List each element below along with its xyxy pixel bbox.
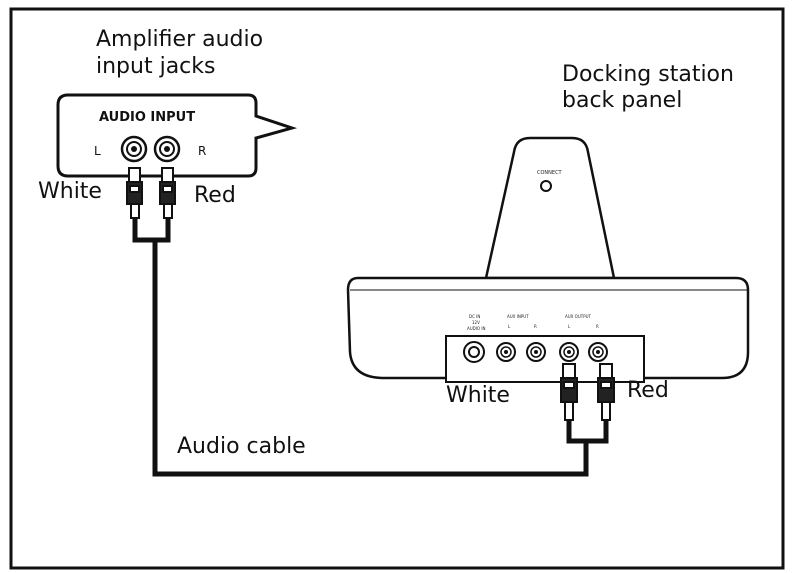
- connect-button-label: CONNECT: [537, 170, 563, 176]
- dock-label-line2: back panel: [562, 88, 682, 113]
- dock-tower: [484, 136, 616, 280]
- red-label-amplifier: Red: [194, 183, 236, 208]
- svg-text:AUDIO IN: AUDIO IN: [467, 326, 486, 331]
- svg-text:AUX INPUT: AUX INPUT: [507, 314, 529, 319]
- svg-text:L: L: [508, 324, 511, 329]
- dock-jack-aux-out-right: [588, 342, 608, 362]
- dock-jack-aux-in-right: [526, 342, 546, 362]
- svg-text:DC IN: DC IN: [469, 314, 480, 319]
- white-label-dock: White: [446, 383, 510, 408]
- svg-text:L: L: [568, 324, 571, 329]
- dock-port-captions: DC IN 12V AUDIO IN AUX INPUT L R AUX OUT…: [467, 314, 599, 331]
- amp-jack-left: [120, 135, 148, 163]
- audio-cable-label: Audio cable: [177, 434, 306, 459]
- dock-jack-dc: [463, 341, 485, 363]
- white-label-amplifier: White: [38, 179, 102, 204]
- amp-jack-right: [153, 135, 181, 163]
- svg-text:AUX OUTPUT: AUX OUTPUT: [565, 314, 592, 319]
- left-channel-label: L: [94, 144, 101, 158]
- svg-text:R: R: [596, 324, 599, 329]
- diagram-border: [9, 7, 785, 570]
- right-channel-label: R: [198, 144, 206, 158]
- amp-plug-red: [159, 167, 176, 219]
- dock-plug-white: [560, 363, 578, 421]
- amplifier-label-line1: Amplifier audio: [96, 27, 263, 52]
- amplifier-callout-bubble: [56, 93, 298, 178]
- dock-label-line1: Docking station: [562, 62, 734, 87]
- connect-button: [540, 180, 552, 192]
- svg-text:12V: 12V: [472, 320, 480, 325]
- amplifier-label-line2: input jacks: [96, 54, 215, 79]
- dock-jack-aux-out-left: [559, 342, 579, 362]
- red-label-dock: Red: [627, 378, 669, 403]
- audio-cable: [132, 218, 609, 477]
- svg-text:R: R: [534, 324, 537, 329]
- amp-plug-white: [126, 167, 143, 219]
- dock-plug-red: [597, 363, 615, 421]
- dock-jack-aux-in-left: [496, 342, 516, 362]
- audio-input-label: AUDIO INPUT: [99, 110, 195, 125]
